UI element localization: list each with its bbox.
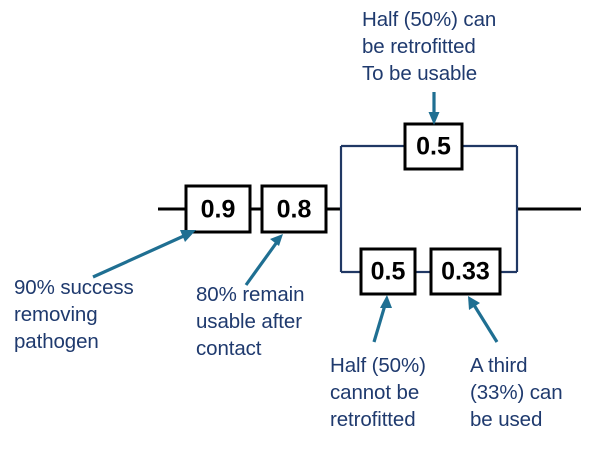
arrow-bottom-left: [372, 295, 392, 343]
block-0-9-label: 0.9: [201, 196, 236, 224]
block-0-8[interactable]: 0.8: [260, 184, 328, 234]
block-0-33-label: 0.33: [441, 258, 490, 286]
block-0-8-label: 0.8: [277, 196, 312, 224]
block-0-5-top[interactable]: 0.5: [403, 122, 464, 171]
block-0-5-bottom-label: 0.5: [371, 258, 406, 286]
annotation-usable-after-contact: 80% remain usable after contact: [196, 283, 305, 360]
block-0-9[interactable]: 0.9: [184, 184, 252, 234]
arrow-middle: [244, 234, 283, 286]
block-0-5-bottom[interactable]: 0.5: [359, 247, 417, 296]
annotation-a-third-can-be-used: A third (33%) can be used: [470, 354, 563, 431]
arrow-left: [92, 230, 196, 279]
block-0-5-top-label: 0.5: [416, 133, 451, 161]
annotation-top-retrofit: Half (50%) can be retrofitted To be usab…: [362, 8, 497, 85]
block-0-33[interactable]: 0.33: [429, 247, 502, 296]
arrow-top: [428, 92, 440, 125]
annotation-pathogen-removal: 90% success removing pathogen: [14, 276, 134, 353]
arrow-bottom-right: [468, 296, 499, 343]
annotation-cannot-be-retrofitted: Half (50%) cannot be retrofitted: [330, 354, 426, 431]
